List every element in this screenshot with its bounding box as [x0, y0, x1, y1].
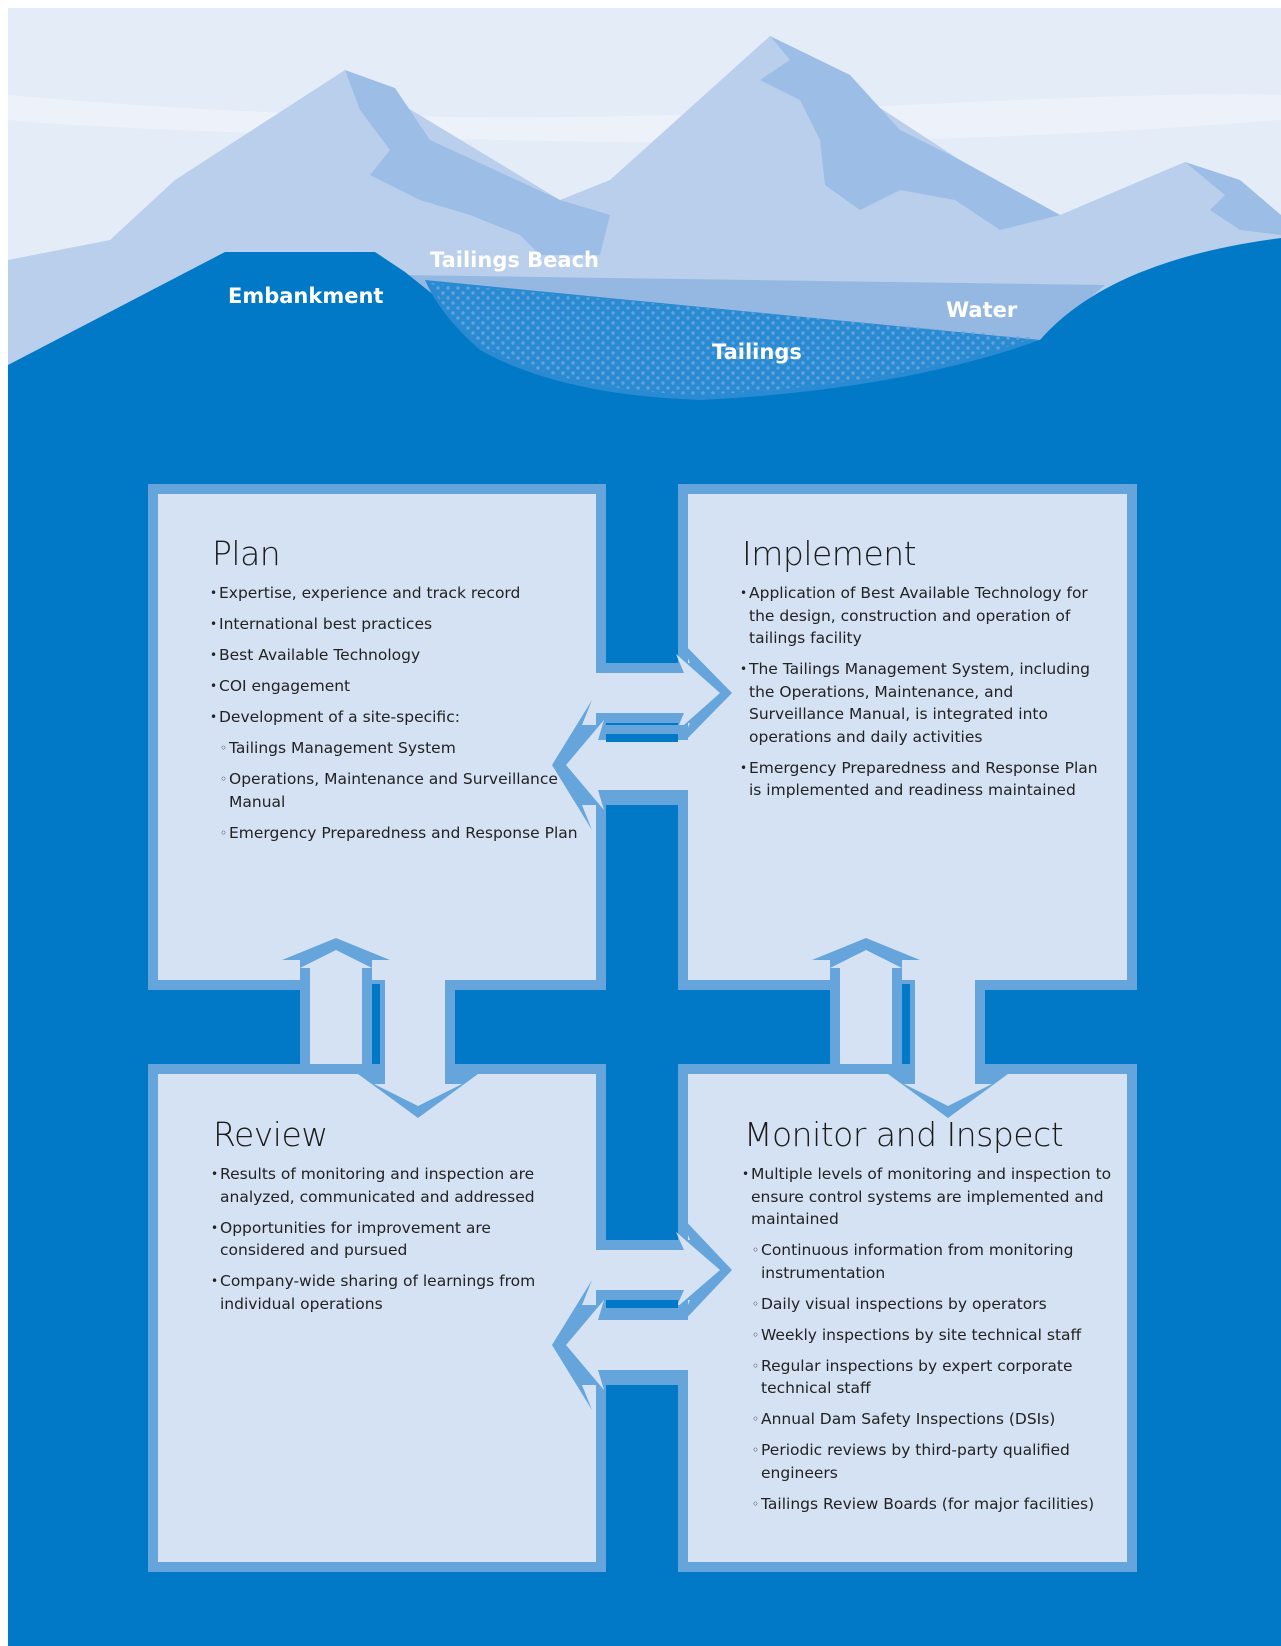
list-item: Company-wide sharing of learnings from i…	[211, 1270, 573, 1315]
scene-label-tailings-beach: Tailings Beach	[430, 248, 599, 272]
arrow-monitor-to-implement-inner	[830, 950, 902, 1064]
mountain-shadow-right	[1185, 162, 1281, 235]
arrow-monitor-to-review-gap	[606, 1300, 678, 1308]
box-review: Review Results of monitoring and inspect…	[211, 1115, 573, 1324]
box-plan: Plan Expertise, experience and track rec…	[210, 534, 582, 853]
box-review-list: Results of monitoring and inspection are…	[211, 1163, 573, 1315]
box-review-title: Review	[213, 1115, 328, 1154]
sub-list-item: Annual Dam Safety Inspections (DSIs)	[744, 1408, 1114, 1431]
list-item: Results of monitoring and inspection are…	[211, 1163, 573, 1208]
list-item: Development of a site-specific:	[210, 706, 582, 729]
arrow-plan-to-implement-inner	[596, 654, 720, 732]
box-monitor: Monitor and Inspect Multiple levels of m…	[742, 1115, 1114, 1524]
box-plan-list: Expertise, experience and track recordIn…	[210, 582, 582, 845]
arrow-review-to-monitor-inner	[596, 1232, 720, 1308]
flow-shapes	[148, 484, 1137, 1572]
box-implement: Implement Application of Best Available …	[740, 534, 1112, 810]
list-item: International best practices	[210, 613, 582, 636]
arrow-review-to-plan-inner	[300, 950, 372, 1064]
box-review-frame-fill	[158, 1074, 596, 1562]
scene-label-embankment: Embankment	[228, 284, 384, 308]
sub-list-item: Operations, Maintenance and Surveillance…	[212, 768, 582, 813]
list-item: Application of Best Available Technology…	[740, 582, 1112, 650]
sub-list-item: Emergency Preparedness and Response Plan	[212, 822, 582, 845]
arrow-left-vertical-gap	[372, 984, 380, 1064]
sub-list-item: Continuous information from monitoring i…	[744, 1239, 1114, 1284]
box-monitor-list: Multiple levels of monitoring and inspec…	[742, 1163, 1114, 1516]
sub-list-item: Tailings Review Boards (for major facili…	[744, 1493, 1114, 1516]
list-item: Best Available Technology	[210, 644, 582, 667]
scene-label-water: Water	[946, 298, 1018, 322]
tailings-dots	[430, 283, 1035, 395]
box-implement-list: Application of Best Available Technology…	[740, 582, 1112, 802]
arrow-implement-to-plan-inner	[566, 720, 688, 810]
mountain-shadow-center	[760, 36, 1060, 230]
mountain-shadow-mid	[520, 200, 610, 255]
list-item: Expertise, experience and track record	[210, 582, 582, 605]
box-monitor-title: Monitor and Inspect	[744, 1115, 1064, 1154]
arrow-implement-to-plan-gap	[606, 734, 678, 742]
sub-list-item: Regular inspections by expert corporate …	[744, 1355, 1114, 1400]
arrow-right-vertical-gap	[902, 984, 910, 1064]
sub-list-item: Daily visual inspections by operators	[744, 1293, 1114, 1316]
list-item: Multiple levels of monitoring and inspec…	[742, 1163, 1114, 1231]
sub-list-item: Tailings Management System	[212, 737, 582, 760]
list-item: Emergency Preparedness and Response Plan…	[740, 757, 1112, 802]
water-surface	[400, 275, 1105, 340]
box-implement-title: Implement	[742, 534, 917, 573]
sub-list-item: Periodic reviews by third-party qualifie…	[744, 1439, 1114, 1484]
mountain-shadow-left	[345, 70, 560, 235]
arrow-monitor-to-review-inner	[566, 1300, 688, 1390]
arrow-implement-to-monitor-inner	[904, 980, 992, 1106]
list-item: Opportunities for improvement are consid…	[211, 1217, 573, 1262]
scene-label-tailings: Tailings	[712, 340, 802, 364]
box-plan-title: Plan	[212, 534, 281, 573]
list-item: COI engagement	[210, 675, 582, 698]
arrow-plan-to-review-inner	[374, 980, 462, 1106]
list-item: The Tailings Management System, includin…	[740, 658, 1112, 748]
sub-list-item: Weekly inspections by site technical sta…	[744, 1324, 1114, 1347]
